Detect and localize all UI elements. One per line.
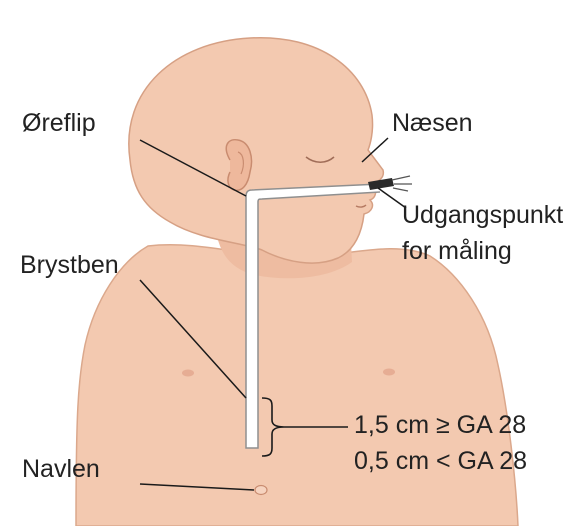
sternum-label: Brystben	[20, 250, 119, 280]
range-label-line1: 1,5 cm ≥ GA 28	[354, 410, 526, 440]
right-nipple	[383, 369, 395, 376]
ear-label: Øreflip	[22, 108, 96, 138]
range-label-line2: 0,5 cm < GA 28	[354, 446, 527, 476]
tube-tip-lines	[392, 176, 412, 191]
nose-label: Næsen	[392, 108, 473, 138]
start-point-label-line2: for måling	[402, 236, 512, 266]
navel-mark	[255, 486, 267, 495]
left-nipple	[182, 370, 194, 377]
navel-label: Navlen	[22, 454, 100, 484]
start-point-label-line1: Udgangspunkt	[402, 200, 563, 230]
